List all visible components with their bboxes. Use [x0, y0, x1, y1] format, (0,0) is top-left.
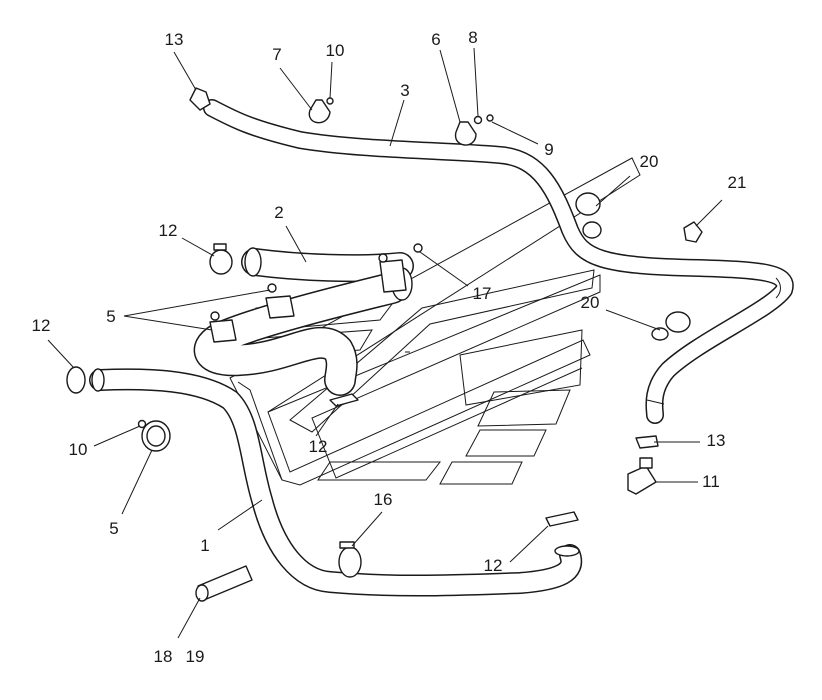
leader-lines [47, 47, 723, 639]
callout-connector-top: 13 [165, 30, 184, 49]
clamp-ring-upper-icon [575, 192, 602, 239]
callout-connector-right: 13 [707, 431, 726, 450]
hose-upper [203, 99, 794, 424]
callout-hose-rear: 1 [200, 536, 209, 555]
hose-clamp-c-icon [329, 393, 359, 407]
callout-bolt-c: 10 [326, 41, 345, 60]
callout-bolt-a: 8 [468, 28, 477, 47]
callout-clamp-ring-a: 20 [640, 152, 659, 171]
hose-rear [89, 368, 583, 597]
clip-b-icon [308, 97, 334, 124]
screw-icon [413, 243, 423, 253]
tap-icon [627, 457, 657, 495]
callout-bolt-b: 9 [544, 140, 553, 159]
hose-clamp-d-icon [545, 511, 579, 527]
hose-clamp-b-icon [66, 366, 86, 394]
callout-hose-front: 2 [274, 203, 283, 222]
callout-screw: 17 [473, 284, 492, 303]
clamp-lower-icon [137, 419, 171, 452]
callout-clip-b: 7 [272, 45, 281, 64]
callout-clip-a: 6 [431, 30, 440, 49]
hose-clamp-a-icon [209, 243, 233, 275]
connector-top-icon [189, 87, 211, 111]
clamp-ring-lower-icon [651, 311, 691, 341]
callout-hose-clamp-a: 12 [159, 221, 178, 240]
radiator-panel-outline [225, 157, 641, 486]
callout-clamp-lower: 5 [109, 519, 118, 538]
callout-clamp-ring-b: 20 [581, 293, 600, 312]
callout-bolt-d: 10 [69, 440, 88, 459]
callout-hose-clamp-b: 12 [32, 316, 51, 335]
callout-spring-clamp: 16 [374, 490, 393, 509]
sleeve-icon [195, 565, 253, 602]
callout-hose-upper: 3 [400, 81, 409, 100]
callout-sleeve-b: 19 [186, 647, 205, 666]
grommet-icon [683, 221, 703, 243]
connector-right-icon [635, 435, 659, 449]
callout-grommet: 21 [728, 173, 747, 192]
clip-a-icon [455, 114, 494, 146]
callout-hose-clamp-d: 12 [484, 556, 503, 575]
callout-tap: 11 [702, 472, 720, 491]
callout-sleeve-a: 18 [154, 647, 173, 666]
spring-clamp-icon [338, 541, 362, 578]
clamp-pair-icon [209, 253, 407, 343]
callout-clamp-pair: 5 [106, 307, 115, 326]
callout-hose-clamp-c: 12 [309, 437, 328, 456]
